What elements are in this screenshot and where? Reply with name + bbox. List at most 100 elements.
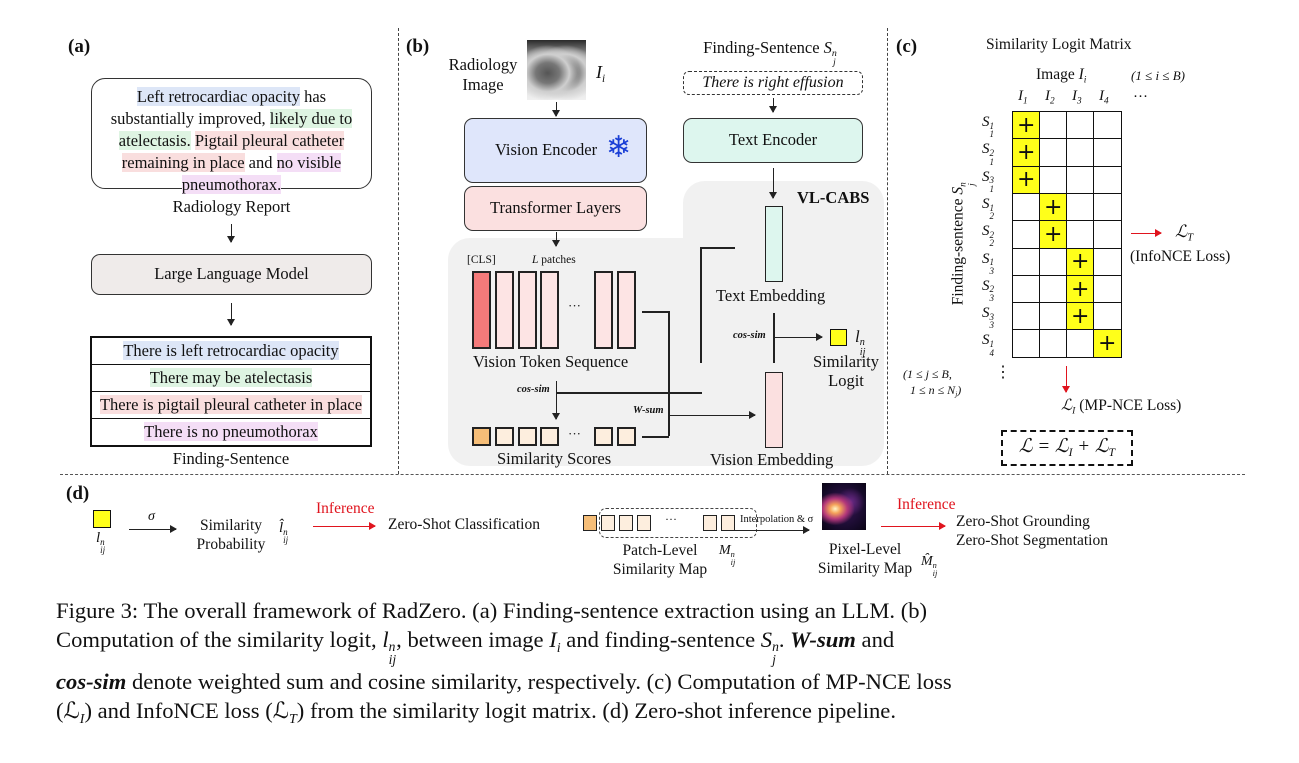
w-sum-label: W-sum (633, 405, 664, 416)
arrow-interpolation (729, 526, 810, 534)
patch-level-map-label: Patch-Level Similarity Map (612, 542, 708, 578)
matrix-cell-positive: + (1093, 329, 1122, 359)
text-encoder-box: Text Encoder (683, 118, 863, 163)
cos-sim-label-right: cos-sim (733, 330, 766, 341)
matrix-cell (1039, 111, 1068, 140)
matrix-cell (1039, 302, 1068, 331)
divider-top-bottom (60, 474, 1245, 475)
column-range: (1 ≤ i ≤ B) (1131, 68, 1185, 83)
text-encoder-label: Text Encoder (728, 130, 818, 149)
matrix-column-header: I4 (1099, 88, 1109, 107)
row-range: (1 ≤ j ≤ B, 1 ≤ n ≤ Nj) (903, 367, 962, 399)
matrix-cell (1093, 302, 1122, 331)
total-loss-box: ℒ = ℒI + ℒT (1001, 430, 1133, 466)
matrix-cell (1066, 192, 1095, 222)
example-sentence-box: There is right effusion (683, 71, 863, 95)
text-embedding-label: Text Embedding (716, 286, 826, 305)
token-ellipsis: ··· (568, 298, 581, 313)
transformer-layers-box: Transformer Layers (464, 186, 647, 231)
radiology-image-label: Radiology Image (448, 55, 518, 94)
wire-scores-right (642, 436, 669, 438)
score-ellipsis: ··· (568, 426, 581, 441)
patch-token (495, 271, 514, 349)
report-segment: has substantially improved, (110, 87, 327, 128)
matrix-column-header: I2 (1045, 88, 1055, 107)
inference-label-2: Inference (897, 496, 956, 513)
patch-map-cls (583, 515, 597, 531)
matrix-cell (1012, 247, 1041, 277)
matrix-cell (1093, 274, 1122, 304)
arrow-sigma (129, 525, 177, 533)
infonce-loss-label: (InfoNCE Loss) (1130, 248, 1231, 265)
llm-label: Large Language Model (154, 264, 309, 283)
patch-map-ellipsis: ··· (665, 512, 677, 526)
vision-encoder-label: Vision Encoder (495, 140, 598, 159)
matrix-cell (1039, 165, 1068, 195)
mpnce-loss-label: ℒI (MP-NCE Loss) (1061, 397, 1182, 417)
radiology-report-box: Left retrocardiac opacity has substantia… (91, 78, 372, 194)
cossim-vertical-line (773, 313, 775, 363)
patch-map-cell (703, 515, 717, 531)
column-axis-label: Image Ii (1036, 66, 1087, 86)
matrix-cell (1066, 165, 1095, 195)
matrix-cell-positive: + (1012, 111, 1041, 140)
patch-token (540, 271, 559, 349)
snowflake-icon: ❄ (606, 130, 632, 165)
patch-map-cell (601, 515, 615, 531)
finding-sentence-row: There is no pneumothorax (144, 422, 318, 441)
finding-sentence-row: There may be atelectasis (92, 365, 370, 392)
wire-cossim-horizontal (556, 392, 702, 394)
radiology-report-caption: Radiology Report (172, 197, 291, 216)
finding-sentence-row: There is left retrocardiac opacity (92, 338, 370, 365)
matrix-cell (1039, 247, 1068, 277)
matrix-cell (1093, 165, 1122, 195)
patch-token (594, 271, 613, 349)
matrix-cell (1066, 220, 1095, 249)
matrix-cell (1066, 138, 1095, 168)
image-symbol: Ii (596, 62, 606, 85)
matrix-cell (1093, 111, 1122, 140)
panel-a-label: (a) (68, 36, 91, 57)
chest-xray-image (527, 40, 586, 100)
matrix-cell (1066, 111, 1095, 140)
panel-c-label: (c) (896, 36, 918, 57)
patch-map-cell (721, 515, 735, 531)
panel-d-label: (d) (66, 483, 90, 504)
matrix-cell (1012, 302, 1041, 331)
report-segment: Left retrocardiac opacity (136, 87, 300, 106)
interpolation-label: Interpolation & σ (740, 514, 814, 525)
arrow-sentence-to-text-encoder (769, 98, 777, 113)
arrow-cossim-to-scores (552, 381, 560, 420)
similarity-probability-label: Similarity Probability (196, 517, 266, 553)
vision-token-sequence-label: Vision Token Sequence (473, 352, 629, 371)
pixel-level-map-label: Pixel-Level Similarity Map (817, 541, 913, 577)
similarity-score-cls (472, 427, 491, 446)
similarity-logit-square (830, 329, 847, 346)
matrix-cell (1012, 329, 1041, 359)
matrix-cell (1093, 220, 1122, 249)
wire-tokens-right (642, 311, 669, 313)
caption-line-3: cos-sim denote weighted sum and cosine s… (56, 668, 952, 694)
wire-text-emb-down (700, 247, 702, 363)
pixel-heatmap-image (822, 483, 866, 530)
text-embedding-bar (765, 206, 783, 282)
matrix-cell-positive: + (1066, 274, 1095, 304)
matrix-column-header: I1 (1018, 88, 1028, 107)
zero-shot-downstream-label: Zero-Shot Grounding Zero-Shot Segmentati… (956, 513, 1108, 549)
vision-embedding-bar (765, 372, 783, 448)
matrix-cell (1093, 192, 1122, 222)
vl-cabs-label: VL-CABS (797, 188, 870, 207)
similarity-score (495, 427, 514, 446)
zero-shot-classification-label: Zero-Shot Classification (388, 516, 540, 533)
finding-sentence-caption: Finding-Sentence (172, 449, 290, 468)
